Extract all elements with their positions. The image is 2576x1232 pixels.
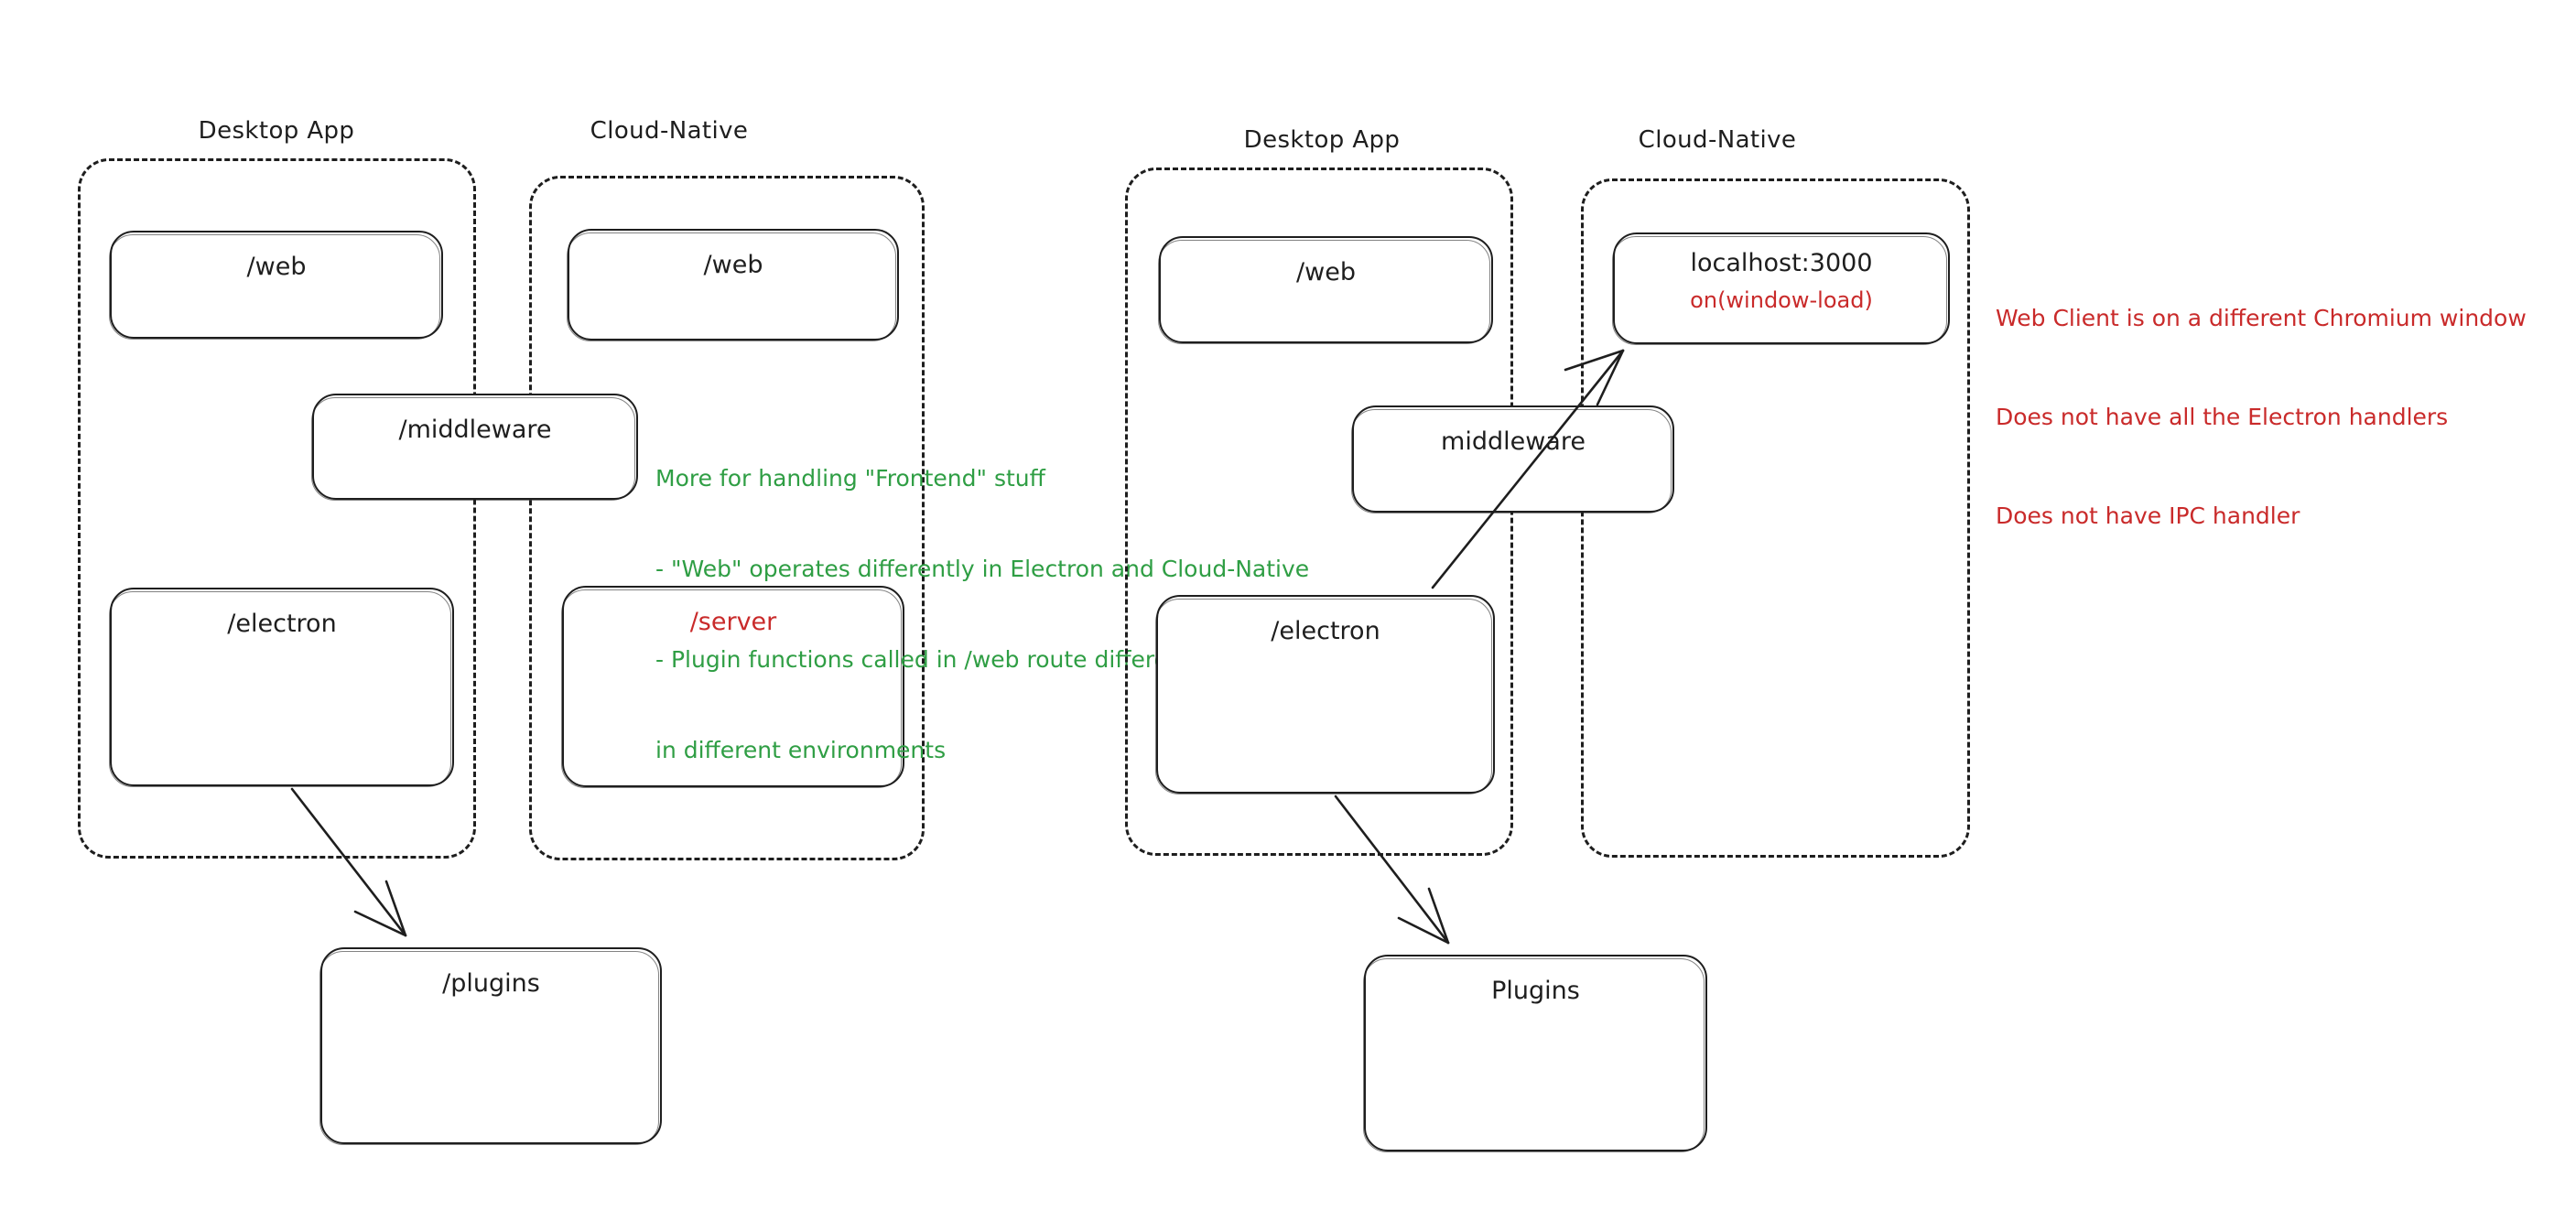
node-label: /electron: [1271, 617, 1380, 645]
node-left-server[interactable]: /server: [561, 586, 904, 788]
group-label-left-desktop-app: Desktop App: [198, 117, 355, 145]
annotation-line: Does not have IPC handler: [1996, 503, 2300, 529]
node-right-electron[interactable]: /electron: [1155, 595, 1495, 794]
node-left-desktop-web[interactable]: /web: [109, 231, 443, 340]
node-left-electron[interactable]: /electron: [109, 588, 454, 787]
node-label: /middleware: [398, 416, 552, 444]
node-right-middleware[interactable]: middleware: [1351, 405, 1674, 513]
annotation-line: Does not have all the Electron handlers: [1996, 404, 2449, 430]
node-label: middleware: [1441, 427, 1586, 456]
node-label: Plugins: [1491, 977, 1580, 1005]
node-right-plugins[interactable]: Plugins: [1363, 955, 1707, 1152]
annotation-line: More for handling "Frontend" stuff: [655, 465, 1045, 492]
group-box-left-cloud-native[interactable]: [529, 176, 925, 860]
annotation-web-client-notes: Web Client is on a different Chromium wi…: [1996, 236, 2527, 599]
node-left-plugins[interactable]: /plugins: [319, 947, 662, 1145]
node-label: /server: [689, 608, 777, 636]
node-label: /electron: [227, 610, 337, 638]
node-label: /web: [1296, 258, 1356, 286]
node-label: /web: [703, 251, 763, 279]
group-label-left-cloud-native: Cloud-Native: [590, 117, 749, 145]
annotation-line: Web Client is on a different Chromium wi…: [1996, 305, 2527, 331]
annotation-line: in different environments: [655, 737, 947, 763]
annotation-line: - Plugin functions called in /web route …: [655, 646, 1212, 673]
annotation-line: - "Web" operates differently in Electron…: [655, 556, 1310, 582]
node-label: localhost:3000: [1690, 249, 1873, 277]
group-box-left-desktop-app[interactable]: [78, 158, 476, 859]
node-label: /plugins: [442, 969, 540, 998]
node-right-localhost[interactable]: localhost:3000 on(window-load): [1612, 232, 1950, 345]
node-label: /web: [246, 253, 307, 281]
node-sublabel-on-window-load: on(window-load): [1690, 287, 1873, 313]
node-right-desktop-web[interactable]: /web: [1158, 236, 1493, 344]
group-label-right-cloud-native: Cloud-Native: [1638, 126, 1797, 154]
node-left-cloud-web[interactable]: /web: [567, 229, 899, 341]
group-label-right-desktop-app: Desktop App: [1243, 126, 1401, 154]
annotation-frontend-notes: More for handling "Frontend" stuff - "We…: [655, 403, 1309, 826]
node-left-middleware[interactable]: /middleware: [311, 394, 638, 501]
